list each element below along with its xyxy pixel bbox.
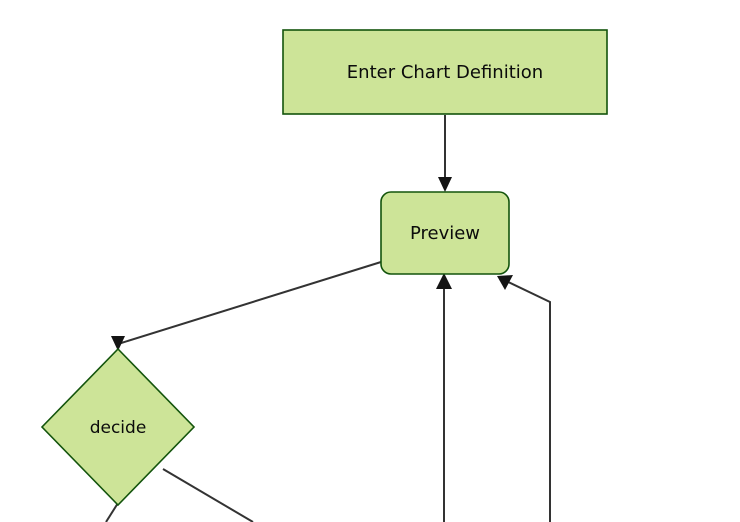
edges-layer (105, 115, 551, 522)
edge-decide-out-left-line (105, 502, 119, 522)
edge-decide-out-right[interactable] (162, 468, 254, 522)
edge-preview-to-decide[interactable] (111, 261, 382, 351)
nodes-layer: Enter Chart Definition Preview decide (40, 29, 608, 507)
node-decide[interactable]: decide (40, 347, 196, 507)
node-decide-shape (40, 347, 196, 507)
edge-inbound-vertical-arrowhead (436, 273, 452, 289)
edge-inbound-elbow-arrowhead (497, 275, 513, 290)
edge-decide-out-left[interactable] (105, 502, 119, 522)
edge-preview-to-decide-line (117, 261, 382, 345)
edge-decide-out-right-line (162, 468, 254, 522)
edge-enter-to-preview[interactable] (438, 115, 452, 192)
edge-inbound-vertical-to-preview[interactable] (436, 273, 452, 522)
edge-preview-to-decide-arrowhead (111, 336, 125, 351)
node-enter-chart-definition[interactable]: Enter Chart Definition (282, 29, 608, 115)
node-decide-label: decide (90, 418, 147, 438)
node-preview-shape (380, 191, 510, 275)
node-enter-chart-definition-label: Enter Chart Definition (347, 62, 543, 83)
edge-inbound-elbow-to-preview[interactable] (497, 275, 551, 522)
edge-inbound-elbow-line (503, 279, 551, 522)
edge-enter-to-preview-arrowhead (438, 177, 452, 192)
node-preview[interactable]: Preview (380, 191, 510, 275)
node-enter-chart-definition-shape (282, 29, 608, 115)
node-preview-label: Preview (410, 223, 480, 244)
